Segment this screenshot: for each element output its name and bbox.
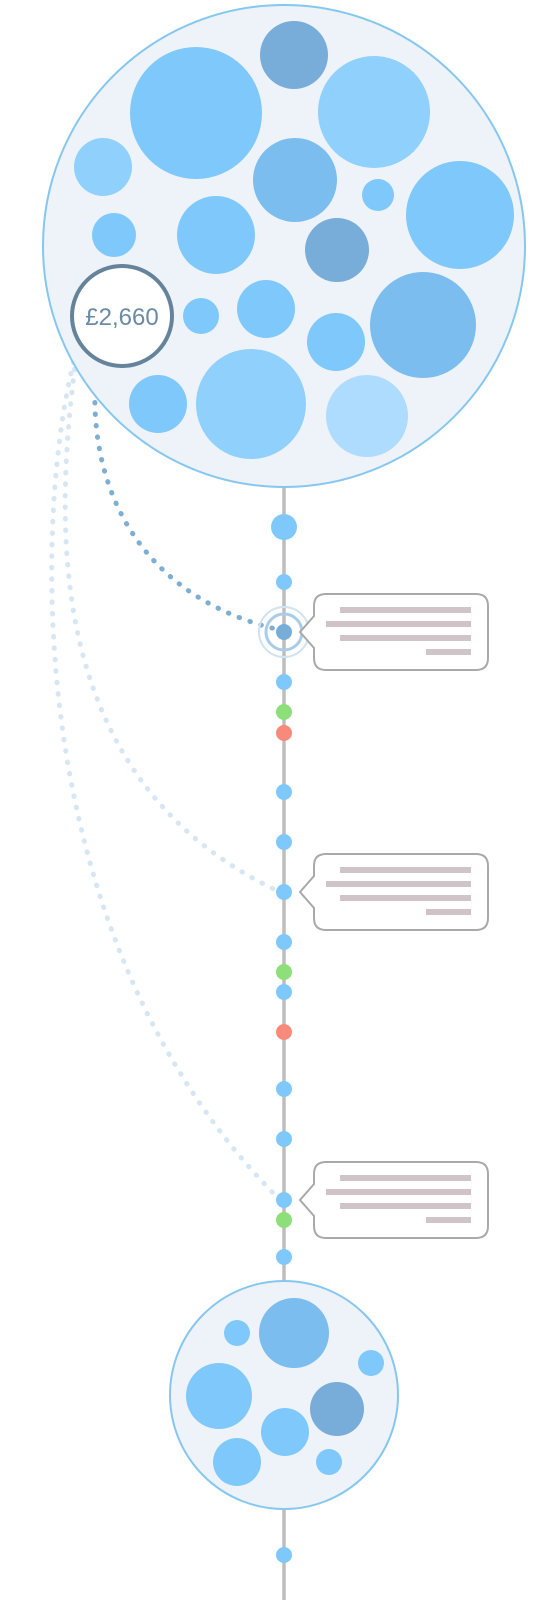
top-cluster[interactable]: £2,660 bbox=[42, 4, 526, 488]
cluster-bubble[interactable] bbox=[213, 1438, 261, 1486]
cluster-bubbles bbox=[186, 1298, 384, 1486]
callouts bbox=[298, 593, 489, 1239]
cluster-bubble[interactable] bbox=[370, 272, 476, 378]
cluster-bubble[interactable] bbox=[318, 56, 430, 168]
cluster-bubble[interactable] bbox=[406, 161, 514, 269]
cluster-bubble[interactable] bbox=[307, 313, 365, 371]
event-callout[interactable] bbox=[298, 593, 489, 671]
bottom-cluster[interactable] bbox=[169, 1280, 399, 1510]
cluster-bubble[interactable] bbox=[177, 196, 255, 274]
cluster-bubble[interactable] bbox=[253, 138, 337, 222]
event-node-blue[interactable] bbox=[271, 514, 297, 540]
event-node-blue[interactable] bbox=[276, 574, 292, 590]
callout-bubble bbox=[298, 593, 489, 671]
event-node-red[interactable] bbox=[276, 1024, 292, 1040]
highlighted-bubble[interactable]: £2,660 bbox=[70, 264, 174, 368]
cluster-bubble[interactable] bbox=[259, 1298, 329, 1368]
cluster-bubble[interactable] bbox=[129, 375, 187, 433]
callout-bubble bbox=[298, 1161, 489, 1239]
cluster-bubble[interactable] bbox=[305, 218, 369, 282]
event-node-blue[interactable] bbox=[276, 1131, 292, 1147]
cluster-bubble[interactable] bbox=[316, 1449, 342, 1475]
cluster-bubble[interactable] bbox=[224, 1320, 250, 1346]
cluster-bubble[interactable] bbox=[130, 47, 262, 179]
cluster-bubble[interactable] bbox=[358, 1350, 384, 1376]
amount-bubble[interactable] bbox=[70, 264, 174, 368]
event-callout[interactable] bbox=[298, 853, 489, 931]
cluster-bubble[interactable] bbox=[237, 280, 295, 338]
cluster-bubble[interactable] bbox=[196, 349, 306, 459]
cluster-bubble[interactable] bbox=[310, 1382, 364, 1436]
cluster-bubble[interactable] bbox=[326, 375, 408, 457]
event-node-blue[interactable] bbox=[276, 1249, 292, 1265]
cluster-bubble[interactable] bbox=[74, 138, 132, 196]
event-node-blue[interactable] bbox=[276, 934, 292, 950]
cluster-bubble[interactable] bbox=[186, 1363, 252, 1429]
cluster-bubble[interactable] bbox=[260, 21, 328, 89]
event-node-selected[interactable] bbox=[276, 624, 292, 640]
cluster-bubble[interactable] bbox=[92, 213, 136, 257]
event-callout[interactable] bbox=[298, 1161, 489, 1239]
event-node-green[interactable] bbox=[276, 1212, 292, 1228]
event-node-blue[interactable] bbox=[276, 674, 292, 690]
event-node-blue[interactable] bbox=[276, 1192, 292, 1208]
event-node-green[interactable] bbox=[276, 704, 292, 720]
links-layer bbox=[49, 337, 283, 1203]
event-node-blue[interactable] bbox=[276, 784, 292, 800]
event-node-blue[interactable] bbox=[276, 884, 292, 900]
link-faded bbox=[62, 355, 283, 895]
cluster-bubble[interactable] bbox=[362, 179, 394, 211]
cluster-bubble[interactable] bbox=[261, 1408, 309, 1456]
event-node-green[interactable] bbox=[276, 964, 292, 980]
callout-bubble bbox=[298, 853, 489, 931]
cluster-bubbles bbox=[74, 21, 514, 459]
cluster-bubble[interactable] bbox=[183, 298, 219, 334]
event-node-blue[interactable] bbox=[276, 1547, 292, 1563]
event-node-red[interactable] bbox=[276, 725, 292, 741]
event-node-blue[interactable] bbox=[276, 984, 292, 1000]
amount-label: £2,660 bbox=[85, 304, 158, 331]
event-node-blue[interactable] bbox=[276, 834, 292, 850]
event-node-blue[interactable] bbox=[276, 1081, 292, 1097]
